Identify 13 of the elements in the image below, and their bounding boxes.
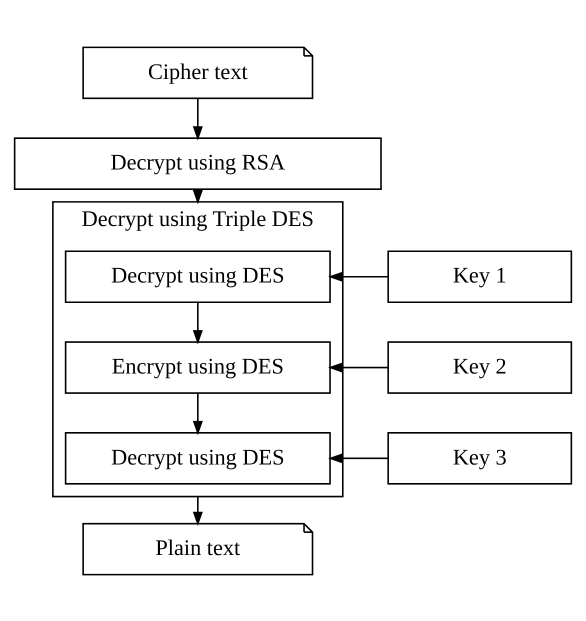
node-box: Decrypt using DES [64,432,331,484]
arrow [192,496,203,526]
arrow [192,302,203,344]
node-box: Key 2 [387,340,572,394]
arrow [328,271,388,282]
node-box: Key 3 [387,432,572,484]
node-box: Decrypt using DES [64,250,331,303]
node-box: Key 1 [387,250,572,303]
arrow [328,362,388,372]
arrow [328,452,388,463]
arrow [192,392,203,435]
arrow [192,98,203,140]
node-box: Encrypt using DES [64,340,331,394]
